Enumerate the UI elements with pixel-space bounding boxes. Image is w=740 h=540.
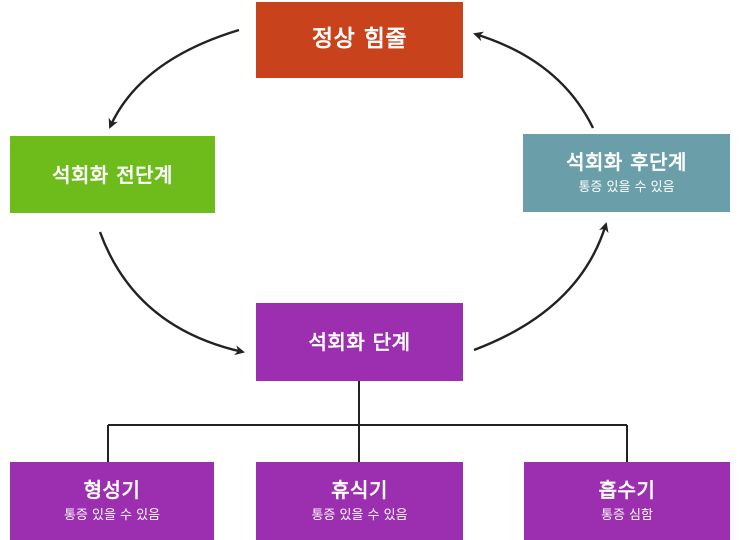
node-postcalcific-stage-subtitle: 통증 있을 수 있음 bbox=[578, 179, 675, 195]
node-formative-phase-title: 형성기 bbox=[83, 477, 141, 502]
node-resting-phase: 휴식기 통증 있을 수 있음 bbox=[256, 462, 463, 540]
node-formative-phase: 형성기 통증 있을 수 있음 bbox=[10, 462, 214, 540]
node-precalcific-stage: 석회화 전단계 bbox=[10, 136, 215, 213]
node-normal-tendon: 정상 힘줄 bbox=[256, 2, 463, 78]
cycle-arrow-post-to-normal bbox=[473, 31, 595, 129]
node-calcific-stage: 석회화 단계 bbox=[256, 303, 463, 381]
node-postcalcific-stage: 석회화 후단계 통증 있을 수 있음 bbox=[523, 134, 730, 212]
node-calcific-stage-title: 석회화 단계 bbox=[308, 330, 411, 354]
node-resorptive-phase-title: 흡수기 bbox=[598, 477, 656, 502]
node-resting-phase-title: 휴식기 bbox=[331, 477, 388, 502]
node-postcalcific-stage-title: 석회화 후단계 bbox=[566, 149, 687, 174]
node-normal-tendon-title: 정상 힘줄 bbox=[311, 26, 408, 53]
cycle-arrow-main-to-post bbox=[473, 222, 609, 352]
cycle-arrow-normal-to-pre bbox=[108, 28, 240, 129]
node-resorptive-phase: 흡수기 통증 심함 bbox=[524, 462, 730, 540]
node-resting-phase-subtitle: 통증 있을 수 있음 bbox=[311, 507, 408, 523]
node-precalcific-stage-title: 석회화 전단계 bbox=[52, 162, 173, 187]
node-formative-phase-subtitle: 통증 있을 수 있음 bbox=[63, 507, 161, 523]
cycle-arrow-pre-to-main bbox=[98, 231, 245, 356]
node-resorptive-phase-subtitle: 통증 심함 bbox=[601, 507, 653, 523]
